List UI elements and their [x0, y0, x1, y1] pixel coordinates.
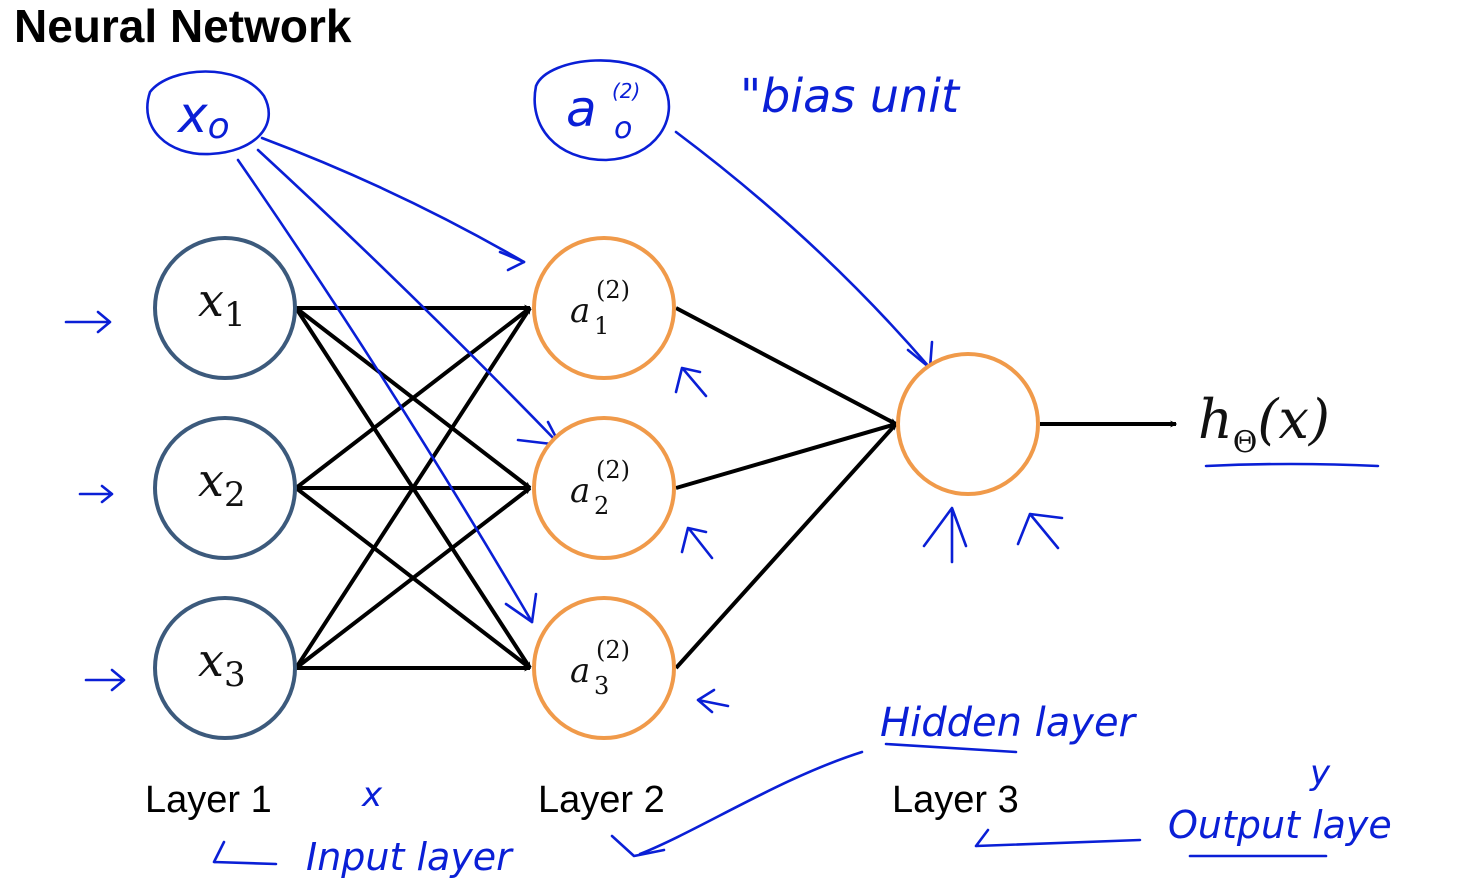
input-arrow-x3	[84, 668, 126, 692]
input-layer-arrow	[212, 840, 278, 866]
pointer-a3	[696, 688, 730, 714]
node-a2	[532, 416, 676, 560]
input-arrow-x2	[78, 484, 114, 504]
edge-x2-a1	[294, 306, 532, 490]
hidden-layer-nodes: a (2) 1 a (2) 2 a (2) 3	[532, 236, 676, 740]
node-a1-superscript: (2)	[596, 276, 630, 304]
bias-a0-symbol: a	[566, 80, 597, 138]
bias-x0-to-a3	[236, 158, 534, 624]
bias-x0-to-a2	[256, 148, 562, 447]
edges-layer2-to-layer3	[674, 306, 1178, 670]
edge-x3-a2	[294, 486, 532, 670]
hidden-underline	[884, 742, 1018, 754]
bias-x0-label: xo	[176, 86, 230, 147]
bias-a0-to-out	[674, 130, 932, 370]
bias-a0-subscript: o	[614, 111, 632, 146]
node-a1-symbol: a	[570, 291, 590, 331]
bias-a0-superscript: (2)	[612, 79, 640, 103]
node-x1-label: x1	[198, 273, 246, 335]
node-a2-symbol: a	[570, 471, 590, 511]
bias-x0-circle	[146, 70, 271, 156]
node-a3	[532, 596, 676, 740]
edge-x3-a1	[294, 306, 532, 670]
pointer-output-1	[922, 506, 968, 564]
bias-a0-circle	[533, 59, 671, 162]
bias-x0-to-a1	[260, 136, 526, 264]
pointer-a1	[674, 366, 708, 398]
hypothesis-output: hΘ(x)	[1198, 388, 1330, 460]
input-arrow-x1	[64, 310, 112, 334]
layer-3-label: Layer 3	[892, 779, 1019, 821]
node-x2	[153, 416, 297, 560]
node-a1	[532, 236, 676, 380]
output-layer-note: Output laye	[1168, 803, 1392, 847]
node-x2-label: x2	[198, 453, 246, 515]
node-x3	[153, 596, 297, 740]
node-a3-superscript: (2)	[596, 636, 630, 664]
hidden-layer-arrow	[610, 750, 864, 858]
bias-unit-note: "bias unit	[740, 69, 961, 123]
y-mark-note: y	[1309, 753, 1331, 793]
edge-a1-out	[675, 306, 898, 426]
diagram-title: Neural Network	[14, 0, 352, 52]
node-a2-superscript: (2)	[596, 456, 630, 484]
hidden-layer-note: Hidden layer	[880, 700, 1138, 746]
layer-1-label: Layer 1	[145, 779, 272, 821]
layer-2-label: Layer 2	[538, 779, 665, 821]
node-pointers	[674, 366, 1064, 714]
node-a2-subscript: 2	[594, 492, 609, 520]
pointer-a2	[680, 526, 714, 560]
output-layer-arrow	[974, 828, 1142, 848]
node-a3-subscript: 3	[594, 672, 609, 700]
node-a3-symbol: a	[570, 651, 590, 691]
node-x1	[153, 236, 297, 380]
input-layer-nodes: x1 x2 x3	[153, 236, 297, 740]
pointer-output-2	[1016, 512, 1064, 550]
hypothesis-underline	[1204, 462, 1380, 468]
input-arrows	[64, 310, 126, 692]
bias-x0-a3-arrowhead	[504, 592, 538, 624]
node-a1-subscript: 1	[594, 312, 609, 340]
bias-x0-a1-arrowhead	[498, 250, 526, 272]
input-layer-note: Input layer	[306, 835, 514, 879]
edges-layer1-to-layer2	[294, 304, 532, 672]
node-x3-label: x3	[198, 633, 246, 695]
edge-a2-out	[675, 422, 898, 490]
node-output	[896, 352, 1040, 496]
x-mark-note: x	[361, 775, 383, 815]
edge-a3-out	[674, 422, 898, 670]
